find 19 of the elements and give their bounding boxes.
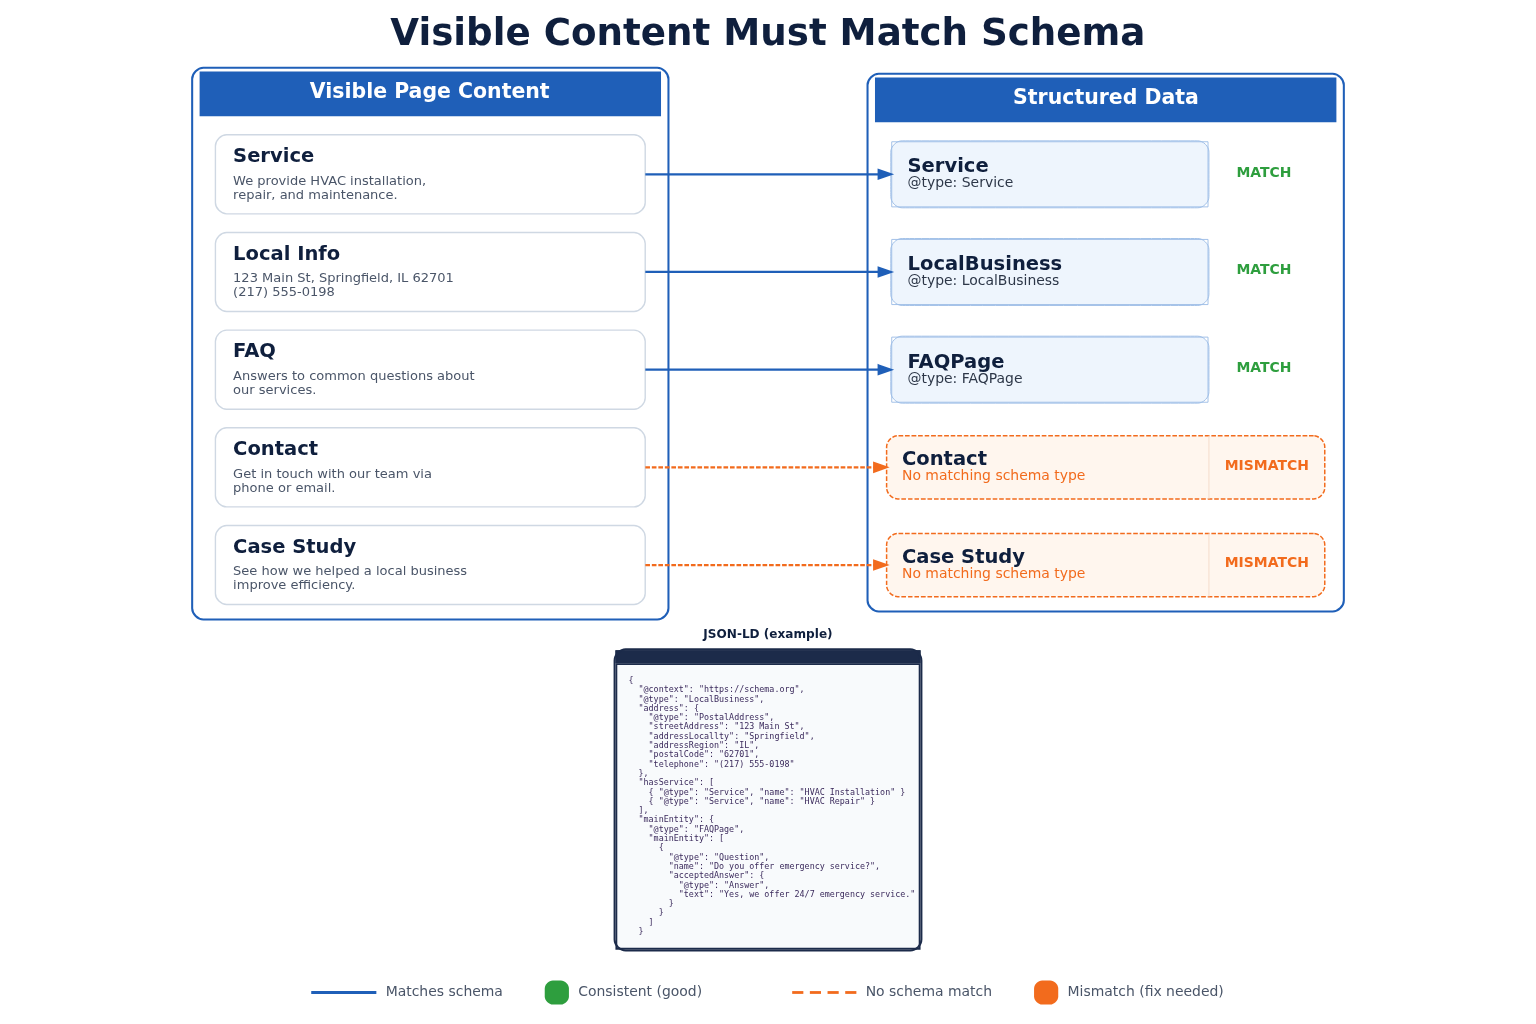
node-box: Case Study See how we helped a local business improve efficiency. — [214, 524, 646, 606]
arrow — [645, 559, 890, 571]
legend-label: Mismatch (fix needed) — [1067, 982, 1224, 999]
legend-label: Matches schema — [385, 982, 503, 999]
legend-label: No schema match — [865, 982, 993, 999]
node-label: MATCH — [1236, 261, 1292, 278]
node-label: MATCH — [1236, 163, 1292, 180]
node-box: FAQ Answers to common questions about our services. — [214, 329, 646, 410]
node-box: Contact Get in touch with our team via phone or email. — [214, 427, 646, 508]
diagram-title: Visible Content Must Match Schema — [390, 9, 1146, 54]
node-label: JSON-LD (example) — [703, 627, 833, 642]
arrow — [645, 168, 895, 181]
arrow — [645, 266, 895, 278]
node-box: Service We provide HVAC installation, repair, and maintenance. — [214, 134, 646, 215]
node-label: MATCH — [1236, 358, 1292, 375]
legend-label: Consistent (good) — [578, 982, 703, 999]
node-box: Local Info 123 Main St, Springfield, IL 62701 (217) 555-0198 — [214, 231, 646, 313]
arrow — [645, 461, 890, 474]
arrow — [645, 363, 895, 376]
